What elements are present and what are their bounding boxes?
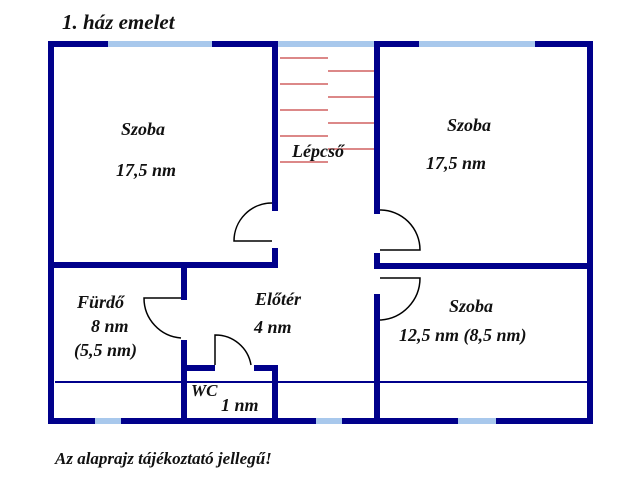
windows [95,41,535,424]
doors [143,202,421,366]
hall-name: Előtér [255,289,302,309]
stairs-label: Lépcső [292,141,344,161]
disclaimer-note: Az alaprajz tájékoztató jellegű! [55,449,272,468]
outer-walls [48,41,593,424]
bathroom-name: Fürdő [77,292,125,312]
page-title: 1. ház emelet [62,10,175,34]
stair-steps [280,57,376,163]
hall-area: 4 nm [254,317,292,337]
room-bottom-right-area: 12,5 nm (8,5 nm) [399,325,527,345]
bathroom-area: 8 nm [91,316,129,336]
room-top-right-name: Szoba [447,115,492,135]
wc-name: WC [191,381,218,400]
room-top-left-name: Szoba [121,119,166,139]
wc-area: 1 nm [221,395,259,415]
room-top-left-area: 17,5 nm [116,160,177,180]
room-bottom-right-name: Szoba [449,296,494,316]
interior-walls [48,41,593,424]
room-top-right-area: 17,5 nm [426,153,487,173]
bathroom-area-alt: (5,5 nm) [74,340,137,360]
